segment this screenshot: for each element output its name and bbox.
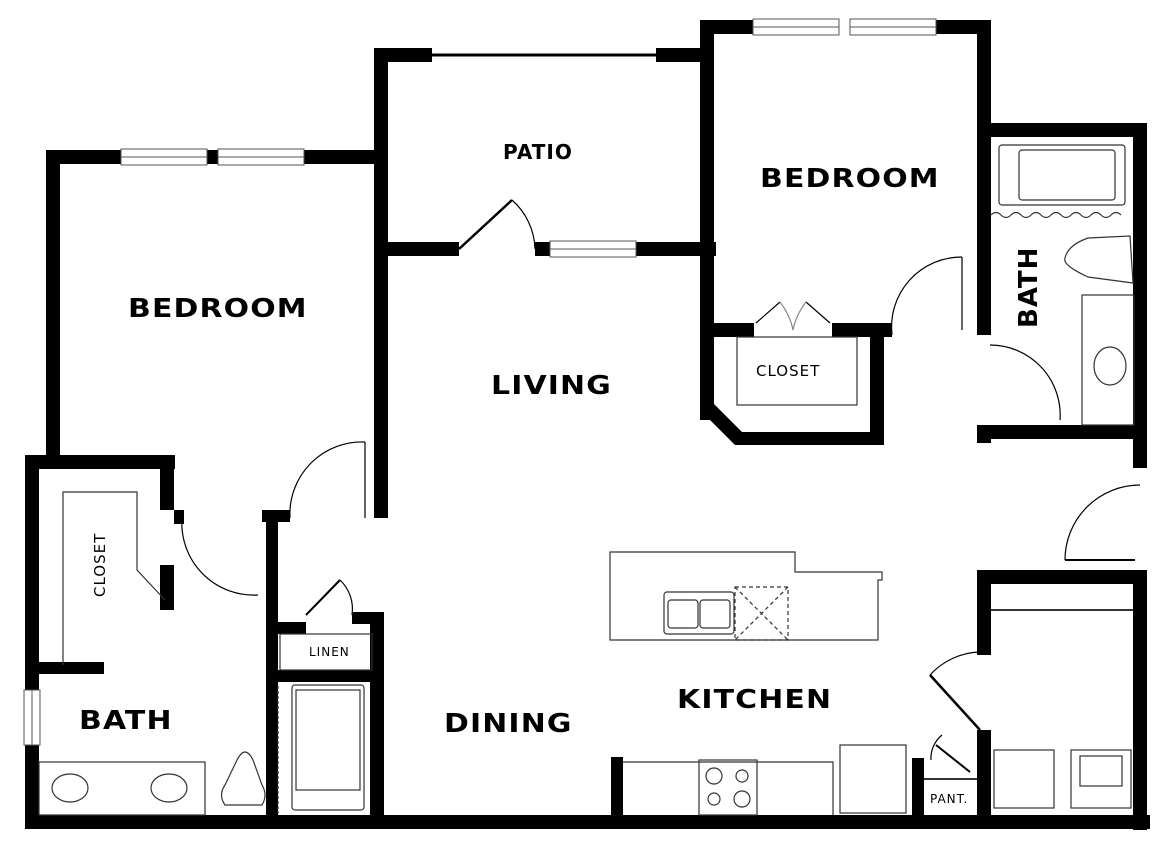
room-label-living: LIVING	[491, 371, 612, 401]
room-label-closet-left: CLOSET	[91, 532, 109, 597]
windows	[23, 18, 937, 746]
room-label-kitchen: KITCHEN	[677, 685, 833, 715]
room-label-pantry: PANT.	[930, 792, 969, 806]
room-label-linen: LINEN	[309, 645, 350, 659]
doors	[181, 199, 1141, 773]
room-label-bath-left: BATH	[79, 706, 173, 736]
room-label-bath-right: BATH	[1014, 246, 1044, 328]
room-label-bedroom-right: BEDROOM	[760, 164, 940, 194]
room-label-patio: PATIO	[503, 140, 573, 164]
room-label-closet-right: CLOSET	[756, 362, 821, 380]
fixtures	[38, 144, 1135, 816]
room-label-bedroom-left: BEDROOM	[128, 294, 308, 324]
room-label-dining: DINING	[444, 709, 573, 739]
walls	[25, 20, 1150, 830]
